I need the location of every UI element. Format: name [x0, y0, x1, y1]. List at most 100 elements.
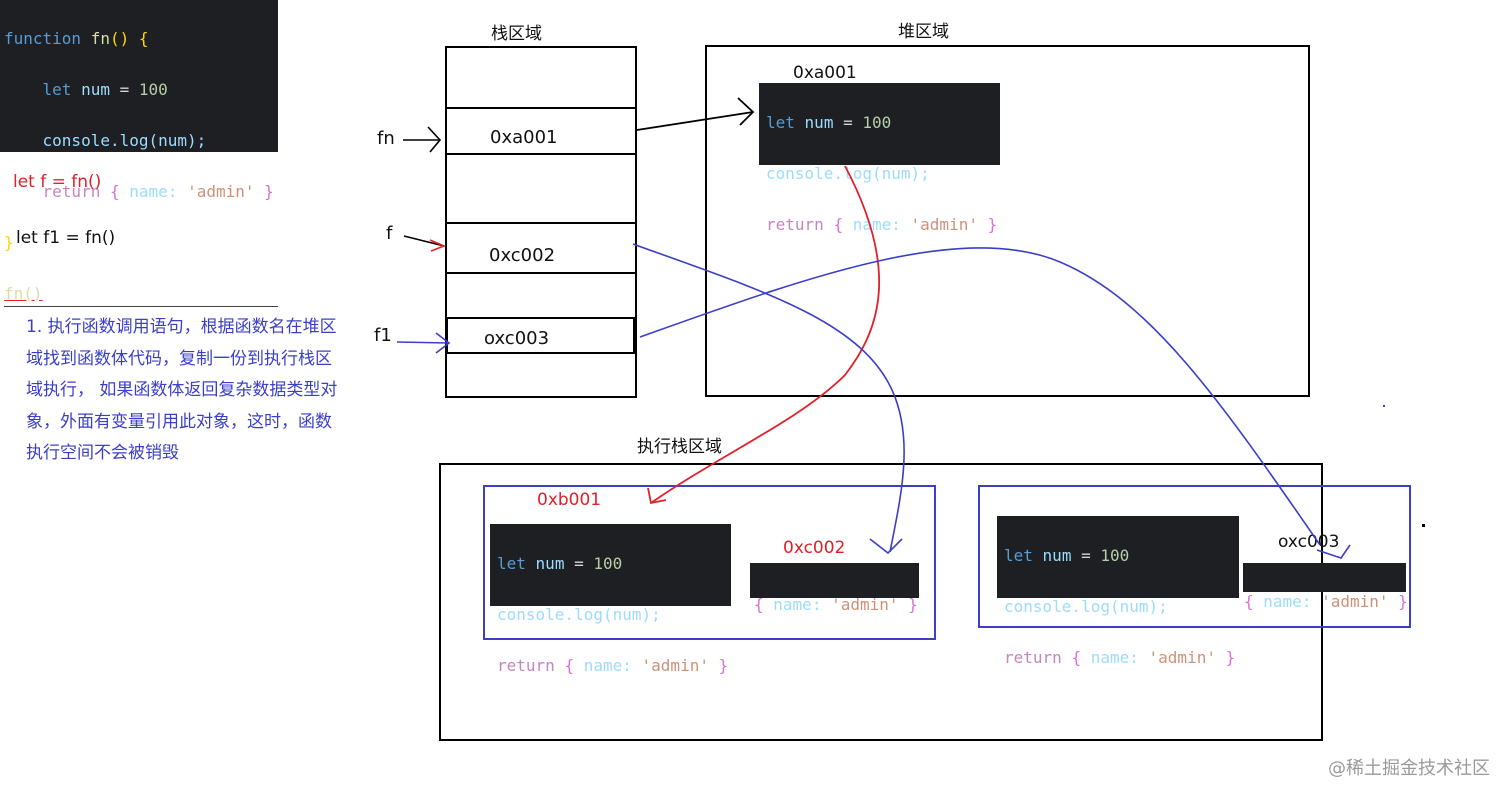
num-literal: 100	[862, 112, 892, 132]
arrowhead-blue-c003	[1316, 544, 1351, 559]
exec-region	[439, 463, 1323, 741]
stack-title: 栈区域	[491, 24, 542, 44]
arrow-stack-to-heap	[636, 111, 754, 131]
statement-let-f: let f = fn()	[13, 172, 102, 192]
exec-right-obj-addr: oxc003	[1278, 532, 1340, 552]
obj-val: 'admin'	[641, 655, 709, 675]
exec-left-code-line-3: return { name: 'admin' }	[497, 653, 731, 679]
keyword-return: return	[766, 214, 824, 234]
brace-close: }	[987, 214, 998, 234]
heap-title: 堆区域	[898, 22, 949, 42]
exec-frame-left	[483, 485, 936, 640]
note-line-4: 象，外面有变量引用此对象，这时，函数	[26, 411, 332, 432]
obj-key: name:	[773, 594, 822, 614]
code-line-1: function fn() {	[4, 26, 278, 52]
brace-close: }	[264, 181, 274, 201]
arrow-f1-to-stack	[396, 341, 450, 344]
exec-left-obj: { name: 'admin' }	[750, 563, 919, 614]
code-eq: =	[564, 553, 594, 573]
num-literal: 100	[593, 553, 623, 573]
code-paren: () {	[109, 28, 149, 48]
fn-call: fn()	[4, 283, 43, 303]
brace-open: {	[564, 655, 575, 675]
var-num: num	[81, 79, 110, 99]
brace-open: {	[754, 594, 764, 614]
heap-region	[705, 45, 1310, 397]
exec-title: 执行栈区域	[637, 437, 722, 457]
arrowhead-fn	[427, 126, 442, 153]
obj-key: name:	[129, 181, 178, 201]
arrow-f-to-stack	[403, 235, 445, 247]
console-log: console.log(num);	[42, 130, 207, 150]
code-line-3: console.log(num);	[4, 128, 278, 154]
brace-close: }	[908, 594, 918, 614]
exec-left-addr: 0xb001	[537, 490, 602, 510]
statement-let-f1: let f1 = fn()	[16, 228, 116, 248]
var-num: num	[804, 112, 834, 132]
code-snippet-top: function fn() { let num = 100 console.lo…	[0, 0, 278, 307]
keyword-return: return	[1004, 647, 1062, 667]
obj-val: 'admin'	[831, 594, 899, 614]
arrowhead-heap	[737, 97, 755, 126]
exec-left-code-line-1: let num = 100	[497, 551, 731, 577]
console-log: console.log(num);	[497, 604, 661, 624]
stack-divider-2	[445, 153, 637, 155]
stray-dot-2	[1422, 524, 1425, 527]
keyword-return: return	[497, 655, 555, 675]
obj-val: 'admin'	[187, 181, 255, 201]
brace-open: {	[1244, 591, 1254, 611]
brace-open: {	[109, 181, 120, 201]
var-num: num	[535, 553, 565, 573]
heap-code-line-1: let num = 100	[766, 110, 1000, 136]
code-line-5: }	[4, 230, 278, 256]
code-eq: =	[1071, 545, 1101, 565]
code-line-6: fn()	[4, 281, 278, 307]
var-num: num	[1042, 545, 1072, 565]
brace-close: }	[1225, 647, 1236, 667]
heap-addr: 0xa001	[793, 63, 857, 83]
watermark: @稀土掘金技术社区	[1328, 758, 1490, 779]
arrowhead-f	[429, 239, 447, 252]
exec-left-obj-addr: 0xc002	[783, 538, 846, 558]
var-label-f1: f1	[374, 325, 392, 346]
exec-right-code-block: let num = 100 console.log(num); return {…	[997, 516, 1239, 667]
arrowhead-f1	[435, 332, 451, 354]
exec-right-code-line-2: console.log(num);	[1004, 594, 1239, 620]
arrow-red-copy	[650, 165, 881, 504]
stack-addr-fn: 0xa001	[490, 127, 558, 148]
stack-divider-1	[445, 107, 637, 109]
keyword-let: let	[42, 79, 72, 99]
brace-end: }	[4, 232, 14, 252]
explanation-note: 1. 执行函数调用语句，根据函数名在堆区 域找到函数体代码，复制一份到执行栈区 …	[26, 312, 371, 470]
arrow-blue-c002	[632, 243, 905, 553]
note-line-5: 执行空间不会被销毁	[26, 443, 179, 463]
num-literal: 100	[138, 79, 168, 99]
exec-right-code-line-1: let num = 100	[1004, 543, 1239, 569]
brace-close: }	[1398, 591, 1408, 611]
code-eq: =	[833, 112, 863, 132]
note-line-2: 域找到函数体代码，复制一份到执行栈区	[26, 348, 332, 369]
obj-key: name:	[1263, 591, 1312, 611]
stack-divider-3	[445, 222, 637, 224]
exec-left-code-block: let num = 100 console.log(num); return {…	[490, 524, 731, 675]
arrowhead-red	[647, 487, 667, 505]
stack-divider-4	[445, 272, 637, 274]
arrow-blue-c003	[639, 247, 1321, 546]
var-label-f: f	[386, 223, 393, 244]
obj-key: name:	[583, 655, 632, 675]
arrowhead-blue-c002	[869, 538, 903, 555]
stack-addr-f1: oxc003	[484, 328, 550, 349]
keyword-let: let	[1004, 545, 1033, 565]
brace-open: {	[1071, 647, 1082, 667]
code-eq: =	[109, 79, 139, 99]
keyword-let: let	[766, 112, 795, 132]
stack-addr-f: 0xc002	[489, 245, 556, 266]
obj-val: 'admin'	[910, 214, 978, 234]
brace-close: }	[718, 655, 729, 675]
obj-key: name:	[1090, 647, 1139, 667]
obj-val: 'admin'	[1148, 647, 1216, 667]
heap-code-line-3: return { name: 'admin' }	[766, 212, 1000, 238]
keyword-return: return	[42, 181, 101, 201]
keyword-function: function	[4, 28, 82, 48]
code-line-4: return { name: 'admin' }	[4, 179, 278, 205]
